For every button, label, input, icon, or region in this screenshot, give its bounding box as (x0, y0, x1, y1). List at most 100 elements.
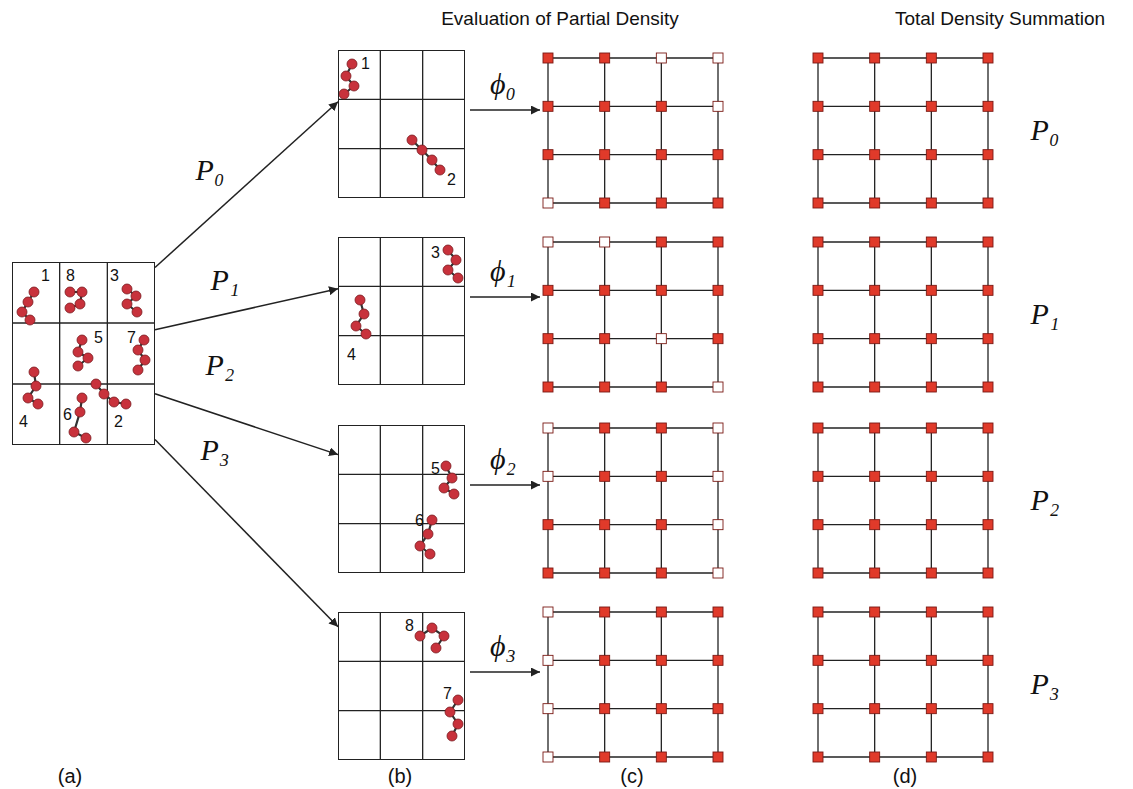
grid-line (931, 612, 932, 757)
density-point (713, 101, 723, 111)
process-label: P₀ (1031, 113, 1060, 147)
density-point (926, 101, 936, 111)
process-arrow (155, 102, 338, 268)
density-point (870, 285, 880, 295)
density-point (983, 655, 993, 665)
density-point (983, 423, 993, 433)
density-point (656, 382, 666, 392)
density-point (656, 704, 666, 714)
molecule-number: 2 (114, 413, 123, 431)
molecule-bead (122, 284, 132, 294)
density-point (983, 237, 993, 247)
grid-panel: 18357462 (12, 262, 155, 445)
molecule-bead (441, 461, 451, 471)
panel-letter: (a) (58, 764, 82, 788)
phi-label: ϕ₃ (490, 629, 516, 663)
grid-line (818, 756, 988, 757)
grid-line (548, 202, 718, 203)
grid-line (818, 106, 988, 107)
molecule-bead (29, 287, 39, 297)
density-point (543, 704, 553, 714)
density-point (983, 520, 993, 530)
molecule-bead (122, 299, 132, 309)
density-point (983, 101, 993, 111)
grid-line (548, 386, 718, 387)
process-label: P₁ (208, 263, 243, 297)
grid-line (818, 572, 988, 573)
density-point (600, 53, 610, 63)
density-point (656, 423, 666, 433)
density-point (813, 237, 823, 247)
molecule-bead (77, 287, 87, 297)
molecule-bead (427, 515, 437, 525)
molecule-bead (423, 529, 433, 539)
panel-letter: (b) (388, 764, 412, 788)
density-point (656, 101, 666, 111)
density-point (713, 752, 723, 762)
cell-line (59, 262, 60, 445)
molecule-bead (73, 347, 83, 357)
density-point (813, 520, 823, 530)
density-point (600, 471, 610, 481)
density-point (713, 568, 723, 578)
density-point (713, 334, 723, 344)
density-point (926, 423, 936, 433)
molecule-bead (31, 381, 41, 391)
heading: Evaluation of Partial Density (441, 8, 679, 30)
density-point (656, 237, 666, 247)
cell-line (380, 612, 381, 760)
molecule-bead (447, 731, 457, 741)
grid-line (818, 611, 988, 612)
density-point (926, 334, 936, 344)
heading: Total Density Summation (895, 8, 1105, 30)
density-point (600, 382, 610, 392)
density-point (543, 198, 553, 208)
molecule-bead (75, 407, 85, 417)
density-point (813, 198, 823, 208)
density-point (713, 237, 723, 247)
grid-line (548, 611, 718, 612)
density-point (870, 101, 880, 111)
density-point (656, 655, 666, 665)
molecule-bead (415, 631, 425, 641)
density-point (543, 568, 553, 578)
molecule-bead (443, 245, 453, 255)
density-point (870, 471, 880, 481)
density-point (656, 285, 666, 295)
molecule-bead (339, 89, 349, 99)
grid-line (548, 427, 718, 428)
grid-line (548, 476, 718, 477)
molecule-bead (77, 335, 87, 345)
grid-line (987, 428, 988, 573)
density-point (813, 53, 823, 63)
molecule-number: 6 (63, 406, 72, 424)
molecule-bead (121, 399, 131, 409)
molecule-bead (77, 393, 87, 403)
density-point (656, 752, 666, 762)
map-arrow (470, 484, 540, 486)
molecule-number: 5 (431, 460, 440, 478)
grid-line (874, 58, 875, 203)
density-point (656, 607, 666, 617)
density-point (983, 150, 993, 160)
cell-line (338, 286, 465, 287)
density-point (600, 101, 610, 111)
grid-line (818, 57, 988, 58)
density-point (983, 607, 993, 617)
density-point (600, 198, 610, 208)
density-point (983, 752, 993, 762)
grid-line (931, 58, 932, 203)
cell-line (422, 237, 423, 385)
cell-line (338, 99, 465, 100)
density-point (713, 382, 723, 392)
cell-line (338, 661, 465, 662)
grid-line (874, 242, 875, 387)
density-point (813, 704, 823, 714)
density-point (656, 568, 666, 578)
density-point (926, 752, 936, 762)
density-point (870, 382, 880, 392)
density-point (983, 704, 993, 714)
grid-line (817, 428, 818, 573)
density-point (600, 423, 610, 433)
density-point (926, 382, 936, 392)
